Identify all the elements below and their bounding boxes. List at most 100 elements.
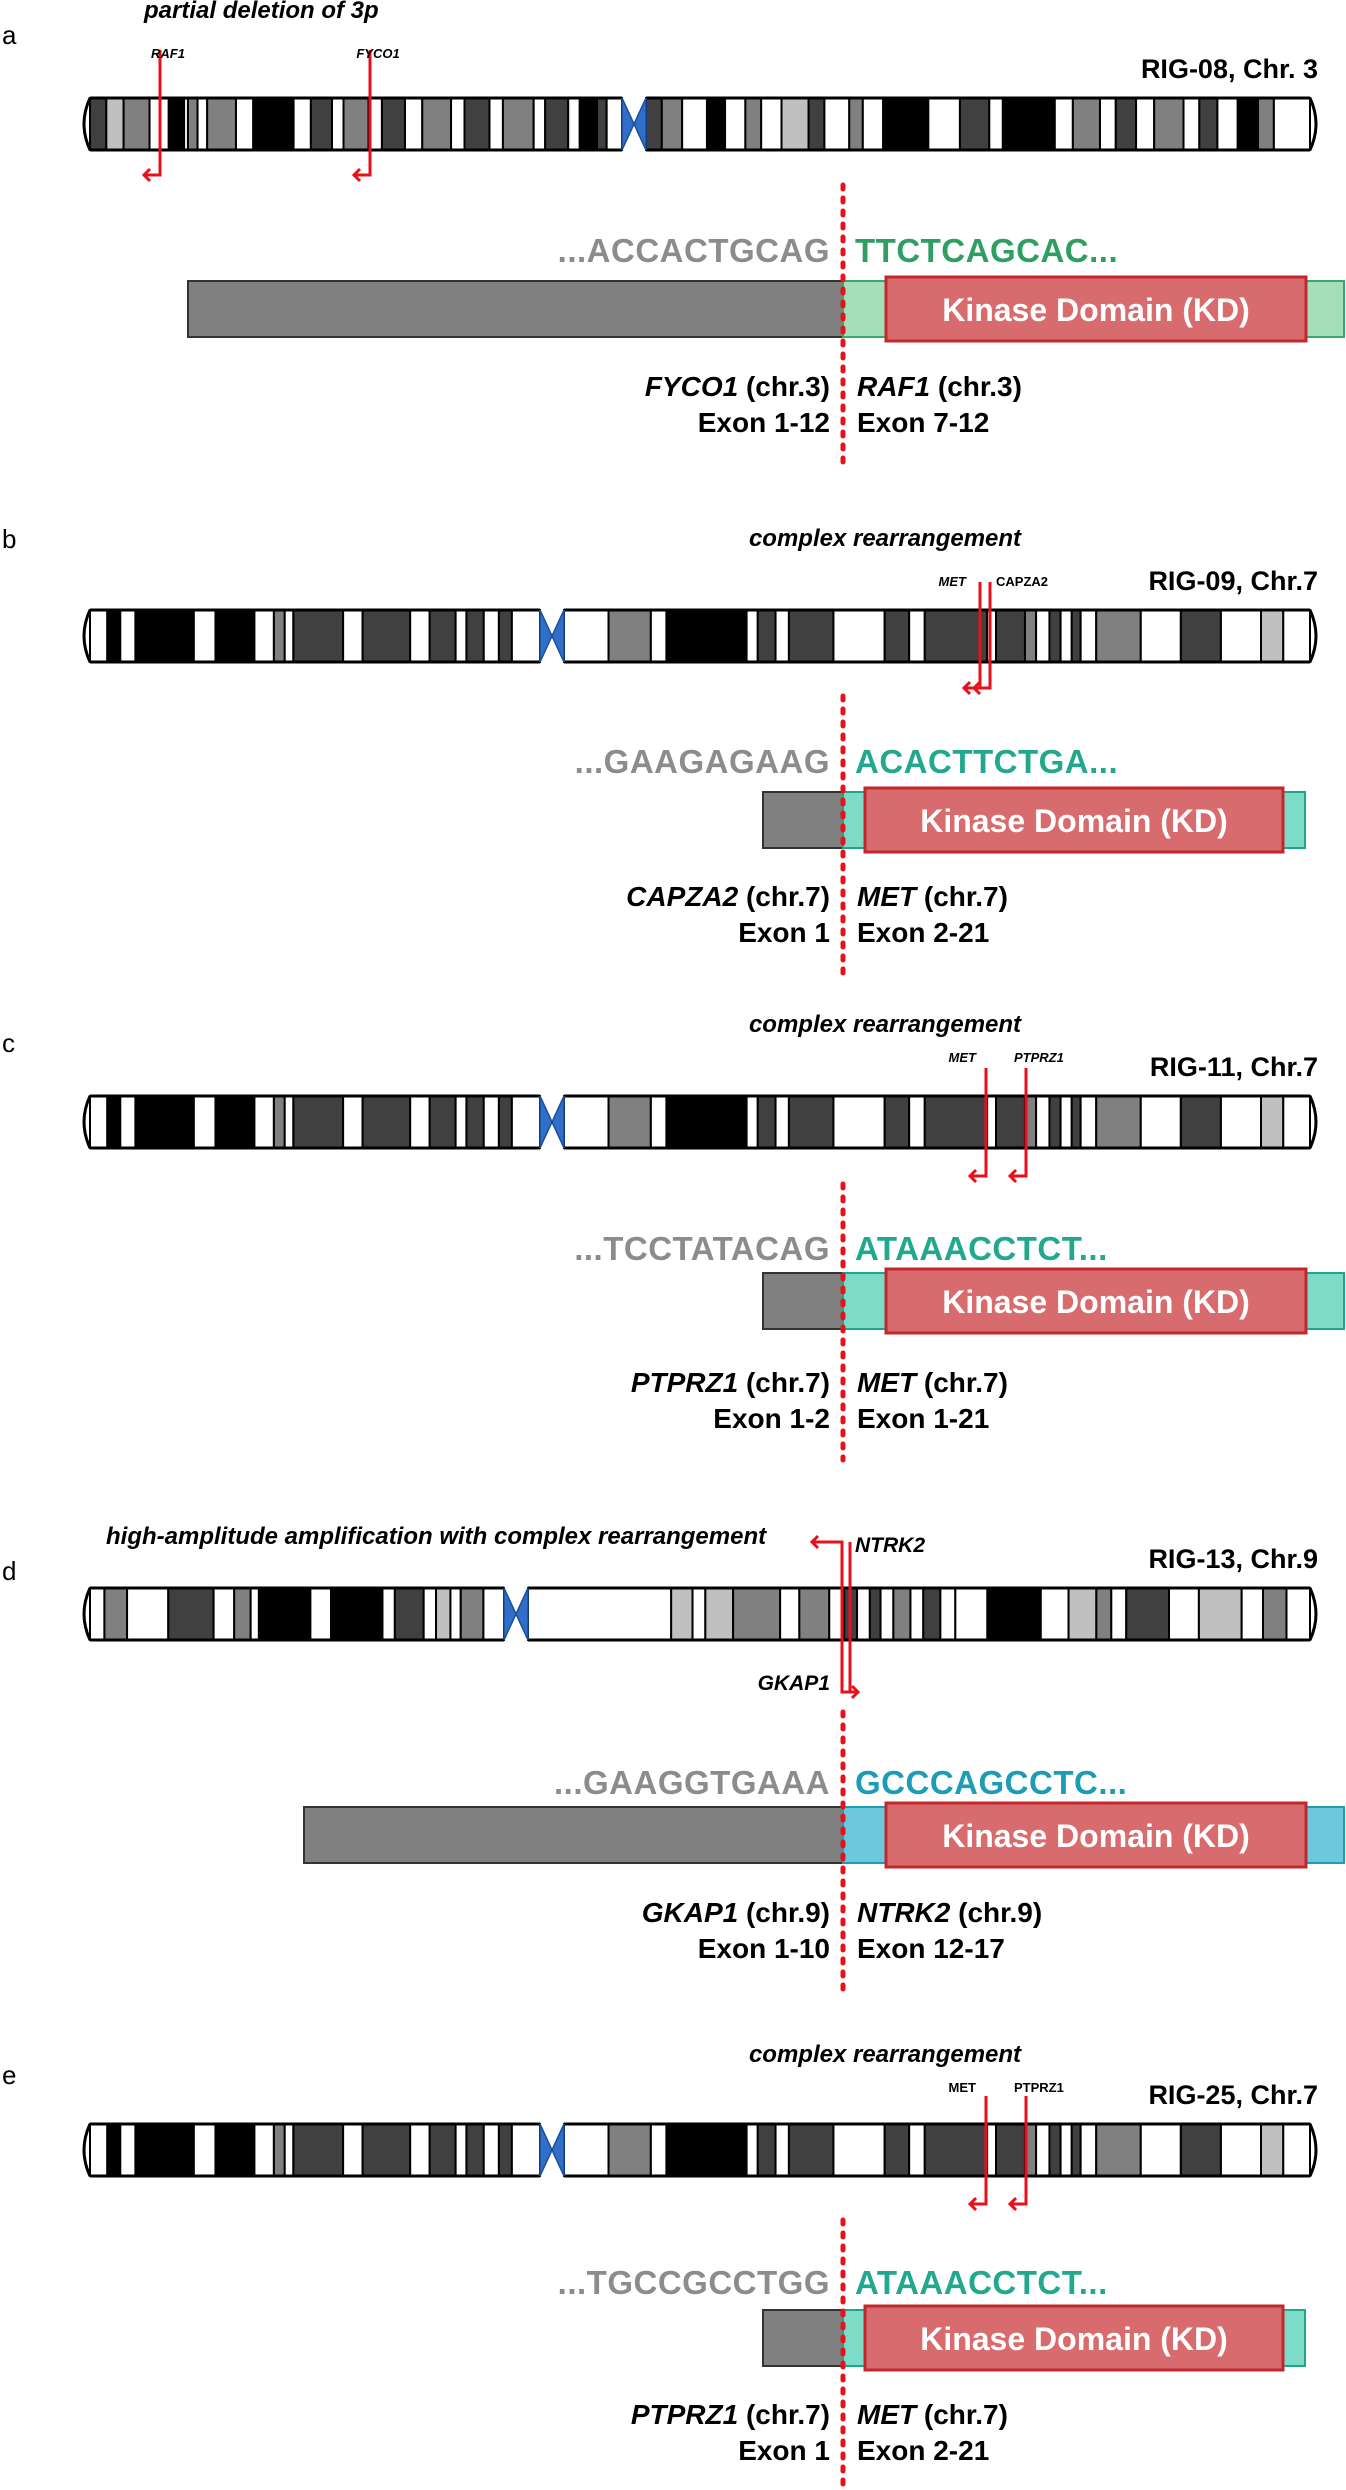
breakpoint-label: MET [949, 1050, 978, 1065]
left-partner-bar [762, 2309, 844, 2367]
chromosome-band [89, 97, 108, 151]
chromosome-band [909, 1587, 925, 1641]
chromosome-band [253, 1095, 275, 1149]
chromosome-band [1125, 1587, 1170, 1641]
chromosome-band [233, 1587, 252, 1641]
chromosome-band [1071, 97, 1101, 151]
rearrangement-note: complex rearrangement [749, 2041, 1022, 2068]
left-gene-name: FYCO1 [645, 371, 738, 402]
chromosome-band [1179, 1095, 1222, 1149]
junction-seq-left: ...GAAGAGAAG [575, 743, 830, 780]
left-gene-chr: (chr.7) [738, 1367, 830, 1398]
sample-label: RIG-09, Chr.7 [1148, 566, 1318, 596]
chromosome-band [774, 2123, 790, 2177]
breakpoint-line [144, 50, 162, 177]
chromosome-band [482, 2123, 500, 2177]
left-gene-name: PTPRZ1 [631, 2399, 738, 2430]
chromosome-band [995, 609, 1026, 663]
chromosome-band [1257, 97, 1275, 151]
left-gene-exons: Exon 1-12 [698, 407, 830, 438]
chromosome-band [89, 2123, 109, 2177]
right-gene-label: NTRK2 (chr.9) [857, 1897, 1042, 1928]
chromosome-band [780, 97, 810, 151]
chromosome-band [463, 97, 491, 151]
chromosome-band [1039, 1587, 1070, 1641]
right-gene-exons: Exon 2-21 [857, 2435, 989, 2466]
chromosome-band [705, 97, 727, 151]
chromosome-band [1135, 97, 1156, 151]
breakpoint-label: MET [939, 574, 968, 589]
chromosome-band [428, 2123, 457, 2177]
chromosome-band [381, 1587, 396, 1641]
chromosome-band [607, 609, 652, 663]
chromosome-band [272, 2123, 286, 2177]
chromosome-band [1070, 1095, 1082, 1149]
chromosome-band [922, 1587, 942, 1641]
chromosome-band [567, 97, 581, 151]
chromosome-band [330, 97, 345, 151]
chromosome-band [249, 1587, 260, 1641]
chromosome-band [292, 2123, 345, 2177]
chromosome-ideogram-icon [82, 1586, 1318, 1642]
chromosome-band [497, 2123, 513, 2177]
chromosome-band [1179, 2123, 1222, 2177]
rearrangement-note: complex rearrangement [749, 525, 1022, 552]
chromosome-band [787, 2123, 835, 2177]
chromosome-band [488, 97, 504, 151]
chromosome-band [501, 97, 535, 151]
chromosome-band [409, 2123, 431, 2177]
chromosome-band [774, 609, 790, 663]
chromosome-band [681, 97, 708, 151]
centromere-icon [539, 1095, 565, 1149]
telomere-left [82, 609, 92, 663]
chromosome-band [212, 1587, 236, 1641]
chromosome-band [454, 2123, 468, 2177]
chromosome-band [253, 2123, 275, 2177]
breakpoint-line [970, 2096, 988, 2206]
chromosome-band [1219, 609, 1263, 663]
chromosome-band [1198, 97, 1219, 151]
chromosome-band [283, 2123, 295, 2177]
chromosome-band [856, 1587, 871, 1641]
breakpoint-label: MET [949, 2080, 977, 2095]
chromosome-band [1240, 1587, 1264, 1641]
chromosome-band [665, 2123, 748, 2177]
chromosome-band [253, 609, 275, 663]
chromosome-band [1261, 1587, 1288, 1641]
chromosome-ideogram-icon [82, 96, 1318, 152]
right-gene-exons: Exon 1-21 [857, 1403, 989, 1434]
left-gene-exons: Exon 1 [738, 917, 830, 948]
chromosome-band [1179, 609, 1222, 663]
chromosome-band [329, 1587, 384, 1641]
red-breakpoint-arrow-icon [1007, 1068, 1028, 1184]
chromosome-band [283, 1095, 295, 1149]
chromosome-band [665, 1095, 748, 1149]
chromosome-band [510, 1095, 541, 1149]
breakpoint-label: GKAP1 [758, 1672, 830, 1695]
chromosome-band [744, 97, 763, 151]
kinase-domain-box [863, 2304, 1285, 2372]
chromosome-band [192, 609, 217, 663]
chromosome-band [807, 97, 826, 151]
chromosome-band [724, 97, 747, 151]
chromosome-band [1114, 97, 1138, 151]
chromosome-ideogram-icon [82, 2122, 1318, 2178]
left-gene-label: PTPRZ1 (chr.7) [631, 2399, 830, 2430]
left-gene-exons: Exon 1-2 [713, 1403, 830, 1434]
chromosome-band [89, 1587, 106, 1641]
right-gene-label: RAF1 (chr.3) [857, 371, 1022, 402]
chromosome-band [89, 609, 109, 663]
chromosome-band [986, 1587, 1042, 1641]
telomere-right [1308, 2123, 1318, 2177]
chromosome-band [403, 97, 424, 151]
breakpoint-label: PTPRZ1 [1014, 2080, 1064, 2095]
chromosome-band [1095, 1587, 1113, 1641]
left-partner-bar [303, 1806, 844, 1864]
red-breakpoint-arrow-icon [1007, 2096, 1028, 2212]
chromosome-band [214, 609, 256, 663]
chromosome-band [1282, 1095, 1311, 1149]
chromosome-band [607, 2123, 652, 2177]
telomere-right [1308, 609, 1318, 663]
